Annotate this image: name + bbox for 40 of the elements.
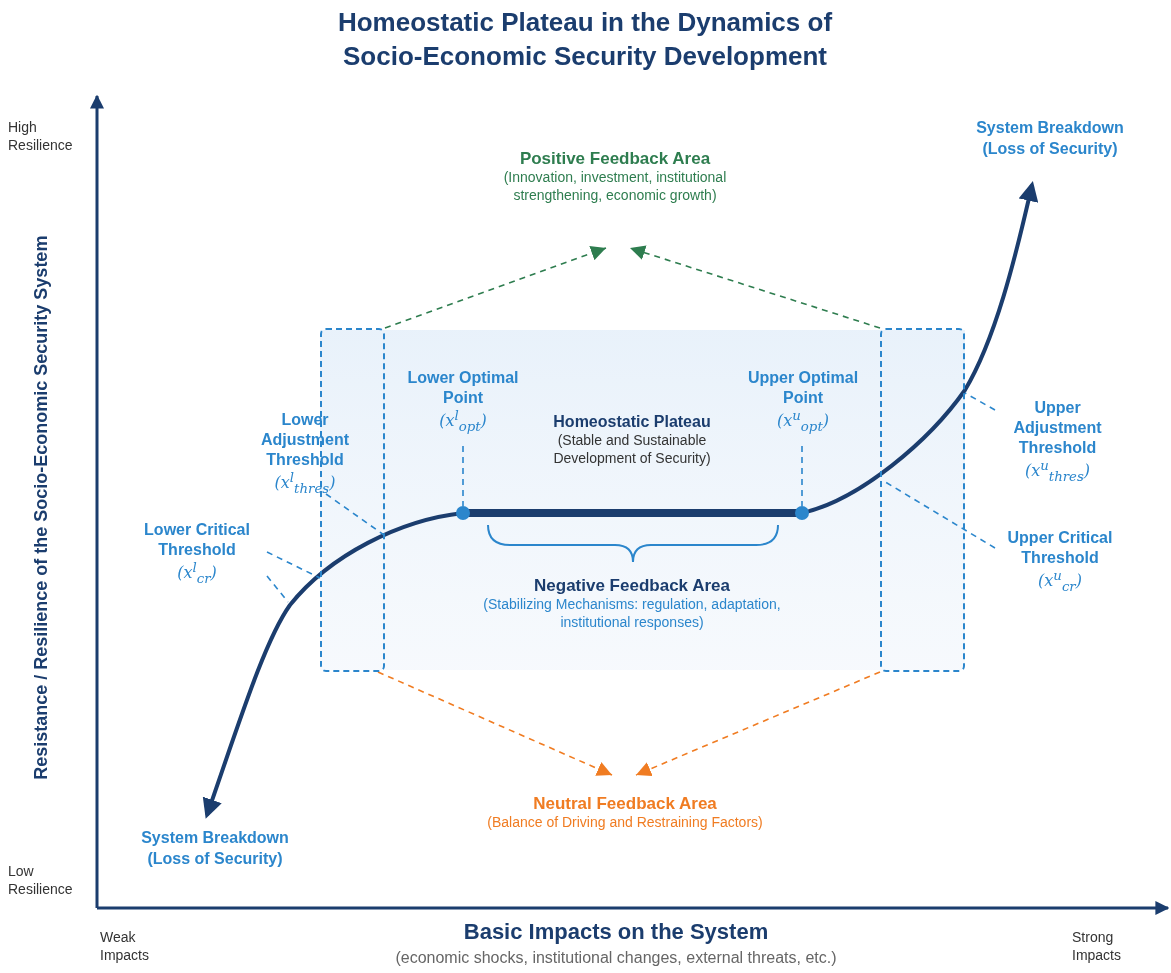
- description-text: (Innovation, investment, institutional strengthening, economic growth): [502, 169, 728, 205]
- breakdown-label: System Breakdown (Loss of Security): [975, 118, 1125, 159]
- plateau-title: Homeostatic Plateau: [552, 412, 712, 432]
- arrow: [635, 671, 881, 777]
- axis-tick-label: Low Resilience: [8, 862, 74, 899]
- arrow: [384, 246, 607, 329]
- math-symbol: (x$^{l}$$_{cr}$): [176, 560, 218, 588]
- threshold-title: Lower Critical Threshold: [143, 520, 251, 560]
- point-title: Upper Optimal Point: [746, 368, 860, 408]
- point-title: Lower Optimal Point: [406, 368, 520, 408]
- description-text: (Balance of Driving and Restraining Factors): [486, 814, 764, 832]
- arrow: [629, 245, 881, 329]
- axis-tick-label: Strong Impacts: [1072, 928, 1122, 965]
- area-title: Neutral Feedback Area: [532, 793, 718, 815]
- area-title: Positive Feedback Area: [518, 148, 712, 170]
- leader-line: [462, 445, 464, 507]
- math-symbol: (x$^{l}$$_{opt}$): [438, 408, 488, 436]
- leader-line: [266, 575, 289, 603]
- area-title: Negative Feedback Area: [533, 575, 731, 597]
- description-text: (Stabilizing Mechanisms: regulation, adaptation, institutional responses): [482, 596, 782, 632]
- leader-line: [801, 445, 803, 507]
- leader-line: [964, 392, 996, 411]
- axis-tick-label: High Resilience: [8, 118, 74, 155]
- leader-line: [325, 493, 385, 536]
- threshold-title: Lower Adjustment Threshold: [260, 410, 350, 470]
- math-symbol: (x$^{u}$$_{thres}$): [1023, 458, 1092, 486]
- axis-title: Basic Impacts on the System: [462, 918, 770, 946]
- breakdown-label: System Breakdown (Loss of Security): [140, 828, 290, 869]
- math-symbol: (x$^{u}$$_{opt}$): [776, 408, 830, 436]
- math-symbol: (x$^{u}$$_{cr}$): [1037, 568, 1083, 596]
- axis-subtitle: (economic shocks, institutional changes, external threats, etc.): [394, 948, 838, 968]
- leader-line: [266, 551, 321, 579]
- axis-tick-label: Weak Impacts: [100, 928, 150, 965]
- threshold-title: Upper Adjustment Threshold: [1012, 398, 1103, 458]
- math-symbol: (x$^{l}$$_{thres}$): [273, 470, 337, 498]
- threshold-title: Upper Critical Threshold: [1006, 528, 1114, 568]
- threshold-zone: [880, 328, 965, 672]
- arrow: [377, 671, 613, 776]
- description-text: (Stable and Sustainable Development of Security): [552, 432, 712, 467]
- title: Homeostatic Plateau in the Dynamics of Socio-Economic Security Development: [336, 6, 834, 73]
